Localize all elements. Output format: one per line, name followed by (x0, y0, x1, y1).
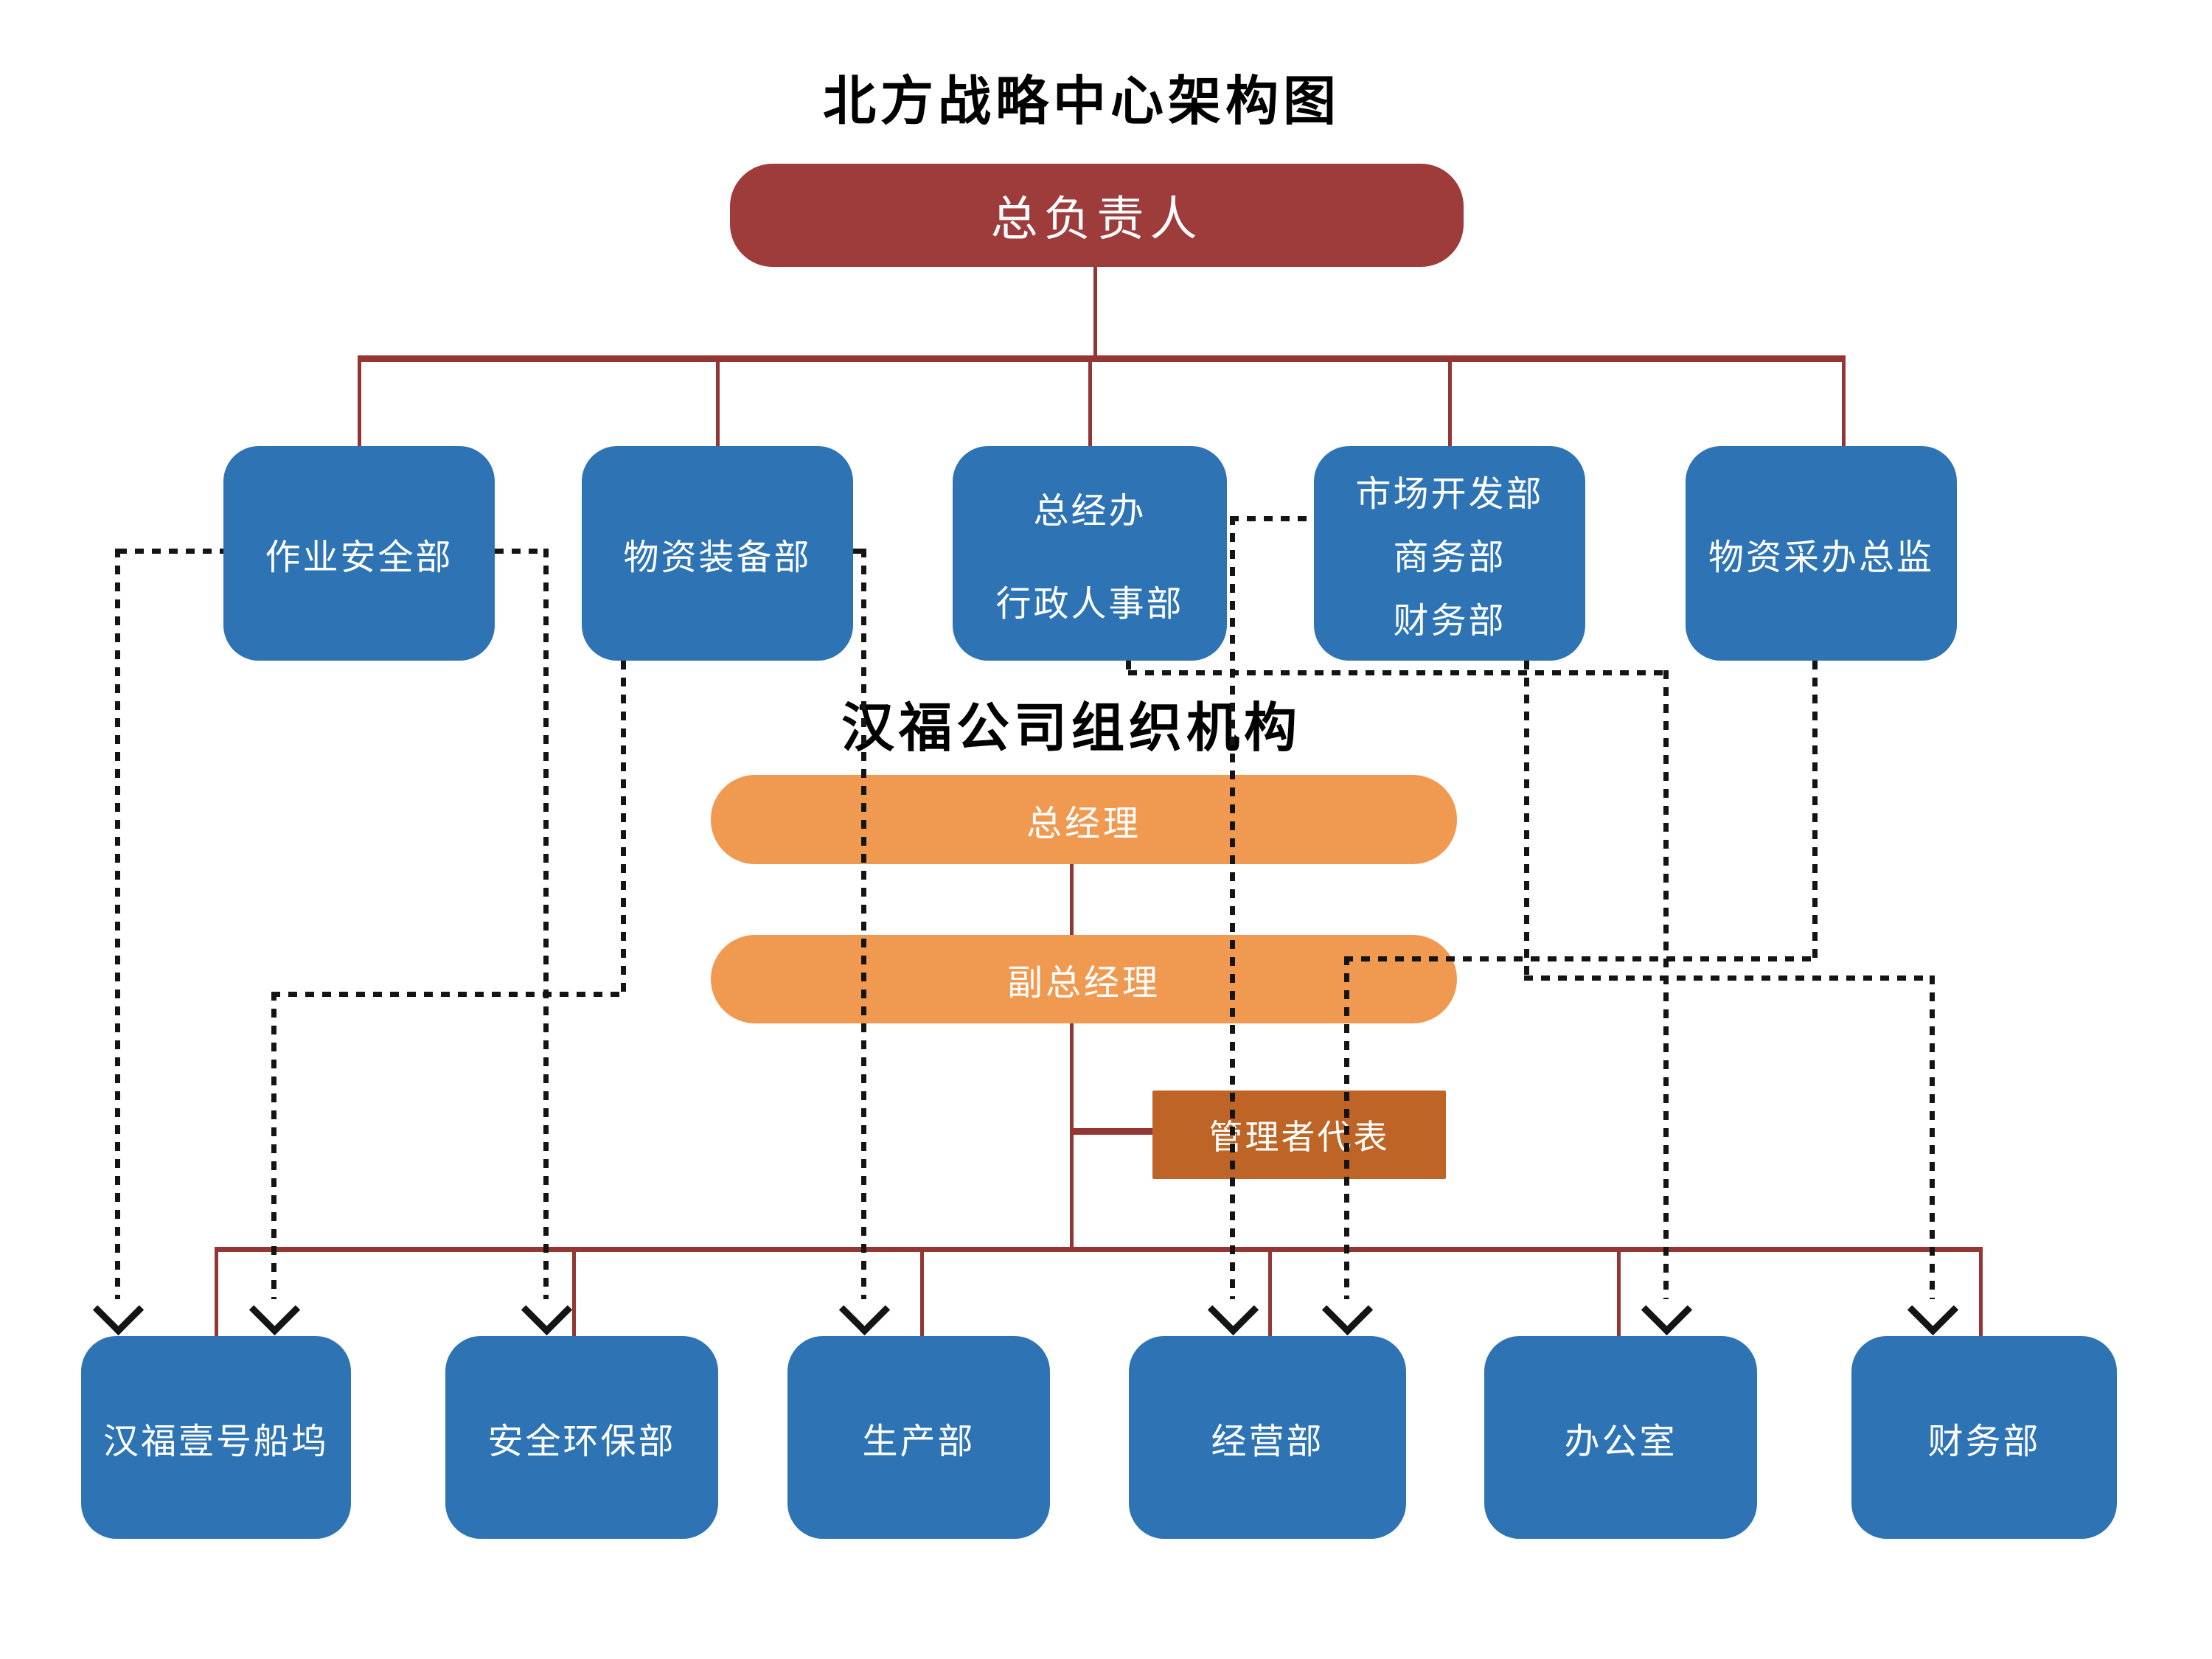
node-label: 经营部 (1211, 1422, 1324, 1461)
node-label: 生产部 (862, 1422, 975, 1461)
arrowhead-into-business-left (1207, 1284, 1259, 1336)
node-label-line2: 行政人事部 (995, 584, 1184, 624)
connector-dgm-trunk (1070, 1021, 1074, 1251)
node-general-manager: 总经理 (711, 775, 1457, 864)
dotted-e-vertical-2 (1663, 670, 1669, 1299)
dotted-d-vertical-2 (271, 992, 276, 1299)
node-label: 副总经理 (1006, 964, 1161, 1003)
node-label: 管理者代表 (1208, 1118, 1390, 1156)
node-finance-dept: 财务部 (1851, 1336, 2117, 1539)
node-label-line2: 商务部 (1393, 538, 1506, 577)
connector-gm-dgm-trunk (1070, 863, 1074, 937)
node-materials-procurement-director: 物资采办总监 (1686, 446, 1957, 661)
node-label-line1: 总经办 (1033, 491, 1147, 531)
connector-drop-sub3 (920, 1251, 924, 1338)
connector-drop-sub1 (215, 1251, 218, 1338)
connector-root-trunk (1093, 264, 1097, 358)
node-label: 财务部 (1927, 1422, 2041, 1461)
dotted-g-vertical-1 (1812, 661, 1818, 961)
connector-drop-sub5 (1617, 1251, 1621, 1338)
connector-drop-dept4 (1448, 361, 1452, 449)
node-label: 汉福壹号船坞 (102, 1422, 329, 1461)
dotted-a-vertical (115, 549, 120, 1299)
connector-drop-dept1 (358, 361, 361, 449)
node-label: 总经理 (1026, 804, 1141, 844)
node-general-director: 总负责人 (730, 164, 1464, 267)
arrowhead-into-finance (1907, 1284, 1959, 1336)
arrowhead-into-production (838, 1284, 891, 1336)
node-hanfu-no1-dock: 汉福壹号船坞 (81, 1336, 351, 1539)
node-business-dept: 经营部 (1129, 1336, 1406, 1539)
node-label: 安全环保部 (487, 1422, 676, 1461)
dotted-h-vertical-2 (1930, 975, 1935, 1299)
node-label: 物资采办总监 (1708, 538, 1934, 577)
connector-top-rail (358, 355, 1846, 362)
connector-management-rep-stub (1071, 1128, 1152, 1135)
connector-drop-sub2 (572, 1251, 576, 1338)
node-market-commerce-finance-dept: 市场开发部 商务部 财务部 (1314, 446, 1585, 661)
connector-drop-dept3 (1088, 361, 1092, 449)
dotted-c-vertical (861, 549, 866, 1299)
dotted-e-vertical-1 (1126, 661, 1131, 675)
connector-bottom-rail (215, 1247, 1983, 1252)
dotted-d-vertical-1 (621, 661, 626, 997)
node-safety-environment-dept: 安全环保部 (445, 1336, 718, 1539)
dotted-h-horizontal (1524, 975, 1935, 981)
connector-drop-sub4 (1268, 1251, 1272, 1338)
connector-drop-dept2 (716, 361, 720, 449)
dotted-h-vertical-1 (1524, 661, 1529, 981)
node-office: 办公室 (1484, 1336, 1757, 1539)
bottom-chart-title: 汉福公司组织机构 (841, 699, 1301, 758)
connector-drop-sub6 (1979, 1251, 1983, 1338)
node-management-representative: 管理者代表 (1152, 1091, 1446, 1179)
dotted-b-horizontal (495, 549, 549, 554)
dotted-f-vertical (1230, 516, 1235, 1299)
dotted-e-horizontal (1128, 670, 1669, 675)
arrowhead-into-hanfu-dock-right (248, 1284, 301, 1336)
node-label: 物资装备部 (623, 538, 812, 577)
dotted-g-vertical-2 (1344, 956, 1349, 1299)
node-label-line1: 市场开发部 (1355, 474, 1544, 514)
node-gm-office-hr-dept: 总经办 行政人事部 (953, 446, 1227, 661)
arrowhead-into-hanfu-dock-left (92, 1284, 145, 1336)
node-materials-equipment-dept: 物资装备部 (582, 446, 853, 661)
connector-drop-dept5 (1842, 361, 1846, 449)
node-label: 总负责人 (990, 192, 1203, 246)
dotted-a-horizontal (118, 549, 223, 554)
node-label: 办公室 (1564, 1422, 1677, 1461)
arrowhead-into-safety-environment (521, 1284, 573, 1336)
node-production-dept: 生产部 (787, 1336, 1050, 1539)
dotted-f-horizontal (1230, 516, 1314, 521)
node-label: 作业安全部 (265, 538, 453, 577)
arrowhead-into-business-right (1321, 1284, 1374, 1336)
node-deputy-general-manager: 副总经理 (711, 935, 1457, 1023)
dotted-g-horizontal (1344, 956, 1818, 961)
node-operations-safety-dept: 作业安全部 (223, 446, 495, 661)
node-label-line3: 财务部 (1393, 601, 1506, 641)
arrowhead-into-office (1641, 1284, 1693, 1336)
top-chart-title: 北方战略中心架构图 (822, 72, 1340, 131)
dotted-b-vertical (543, 549, 549, 1299)
dotted-d-horizontal (271, 992, 626, 997)
